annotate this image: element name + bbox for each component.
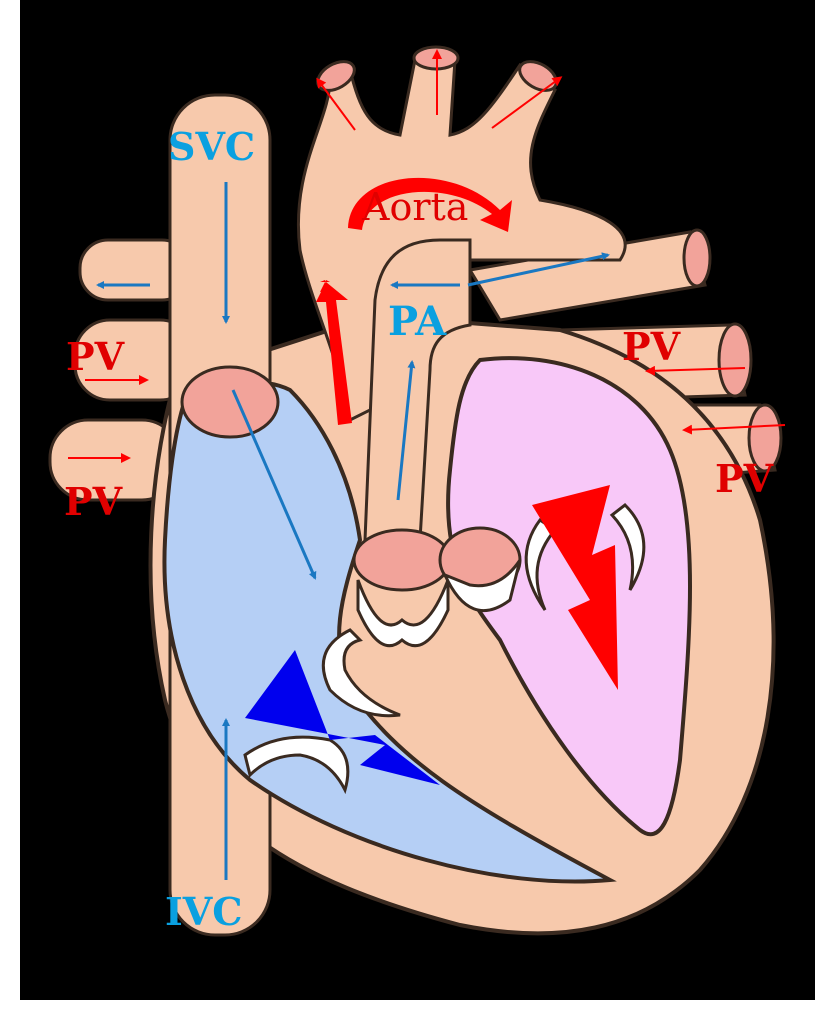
svc-opening — [182, 367, 278, 437]
pv-label-left-upper: PV — [66, 334, 126, 379]
ivc-label: IVC — [165, 889, 243, 934]
pa-label: PA — [388, 298, 447, 345]
pv-label-right-upper: PV — [622, 324, 682, 369]
svc-label: SVC — [168, 124, 255, 169]
pv-label-left-lower: PV — [64, 479, 124, 524]
pv-label-right-lower: PV — [715, 456, 775, 501]
aorta-label: Aorta — [361, 185, 468, 229]
